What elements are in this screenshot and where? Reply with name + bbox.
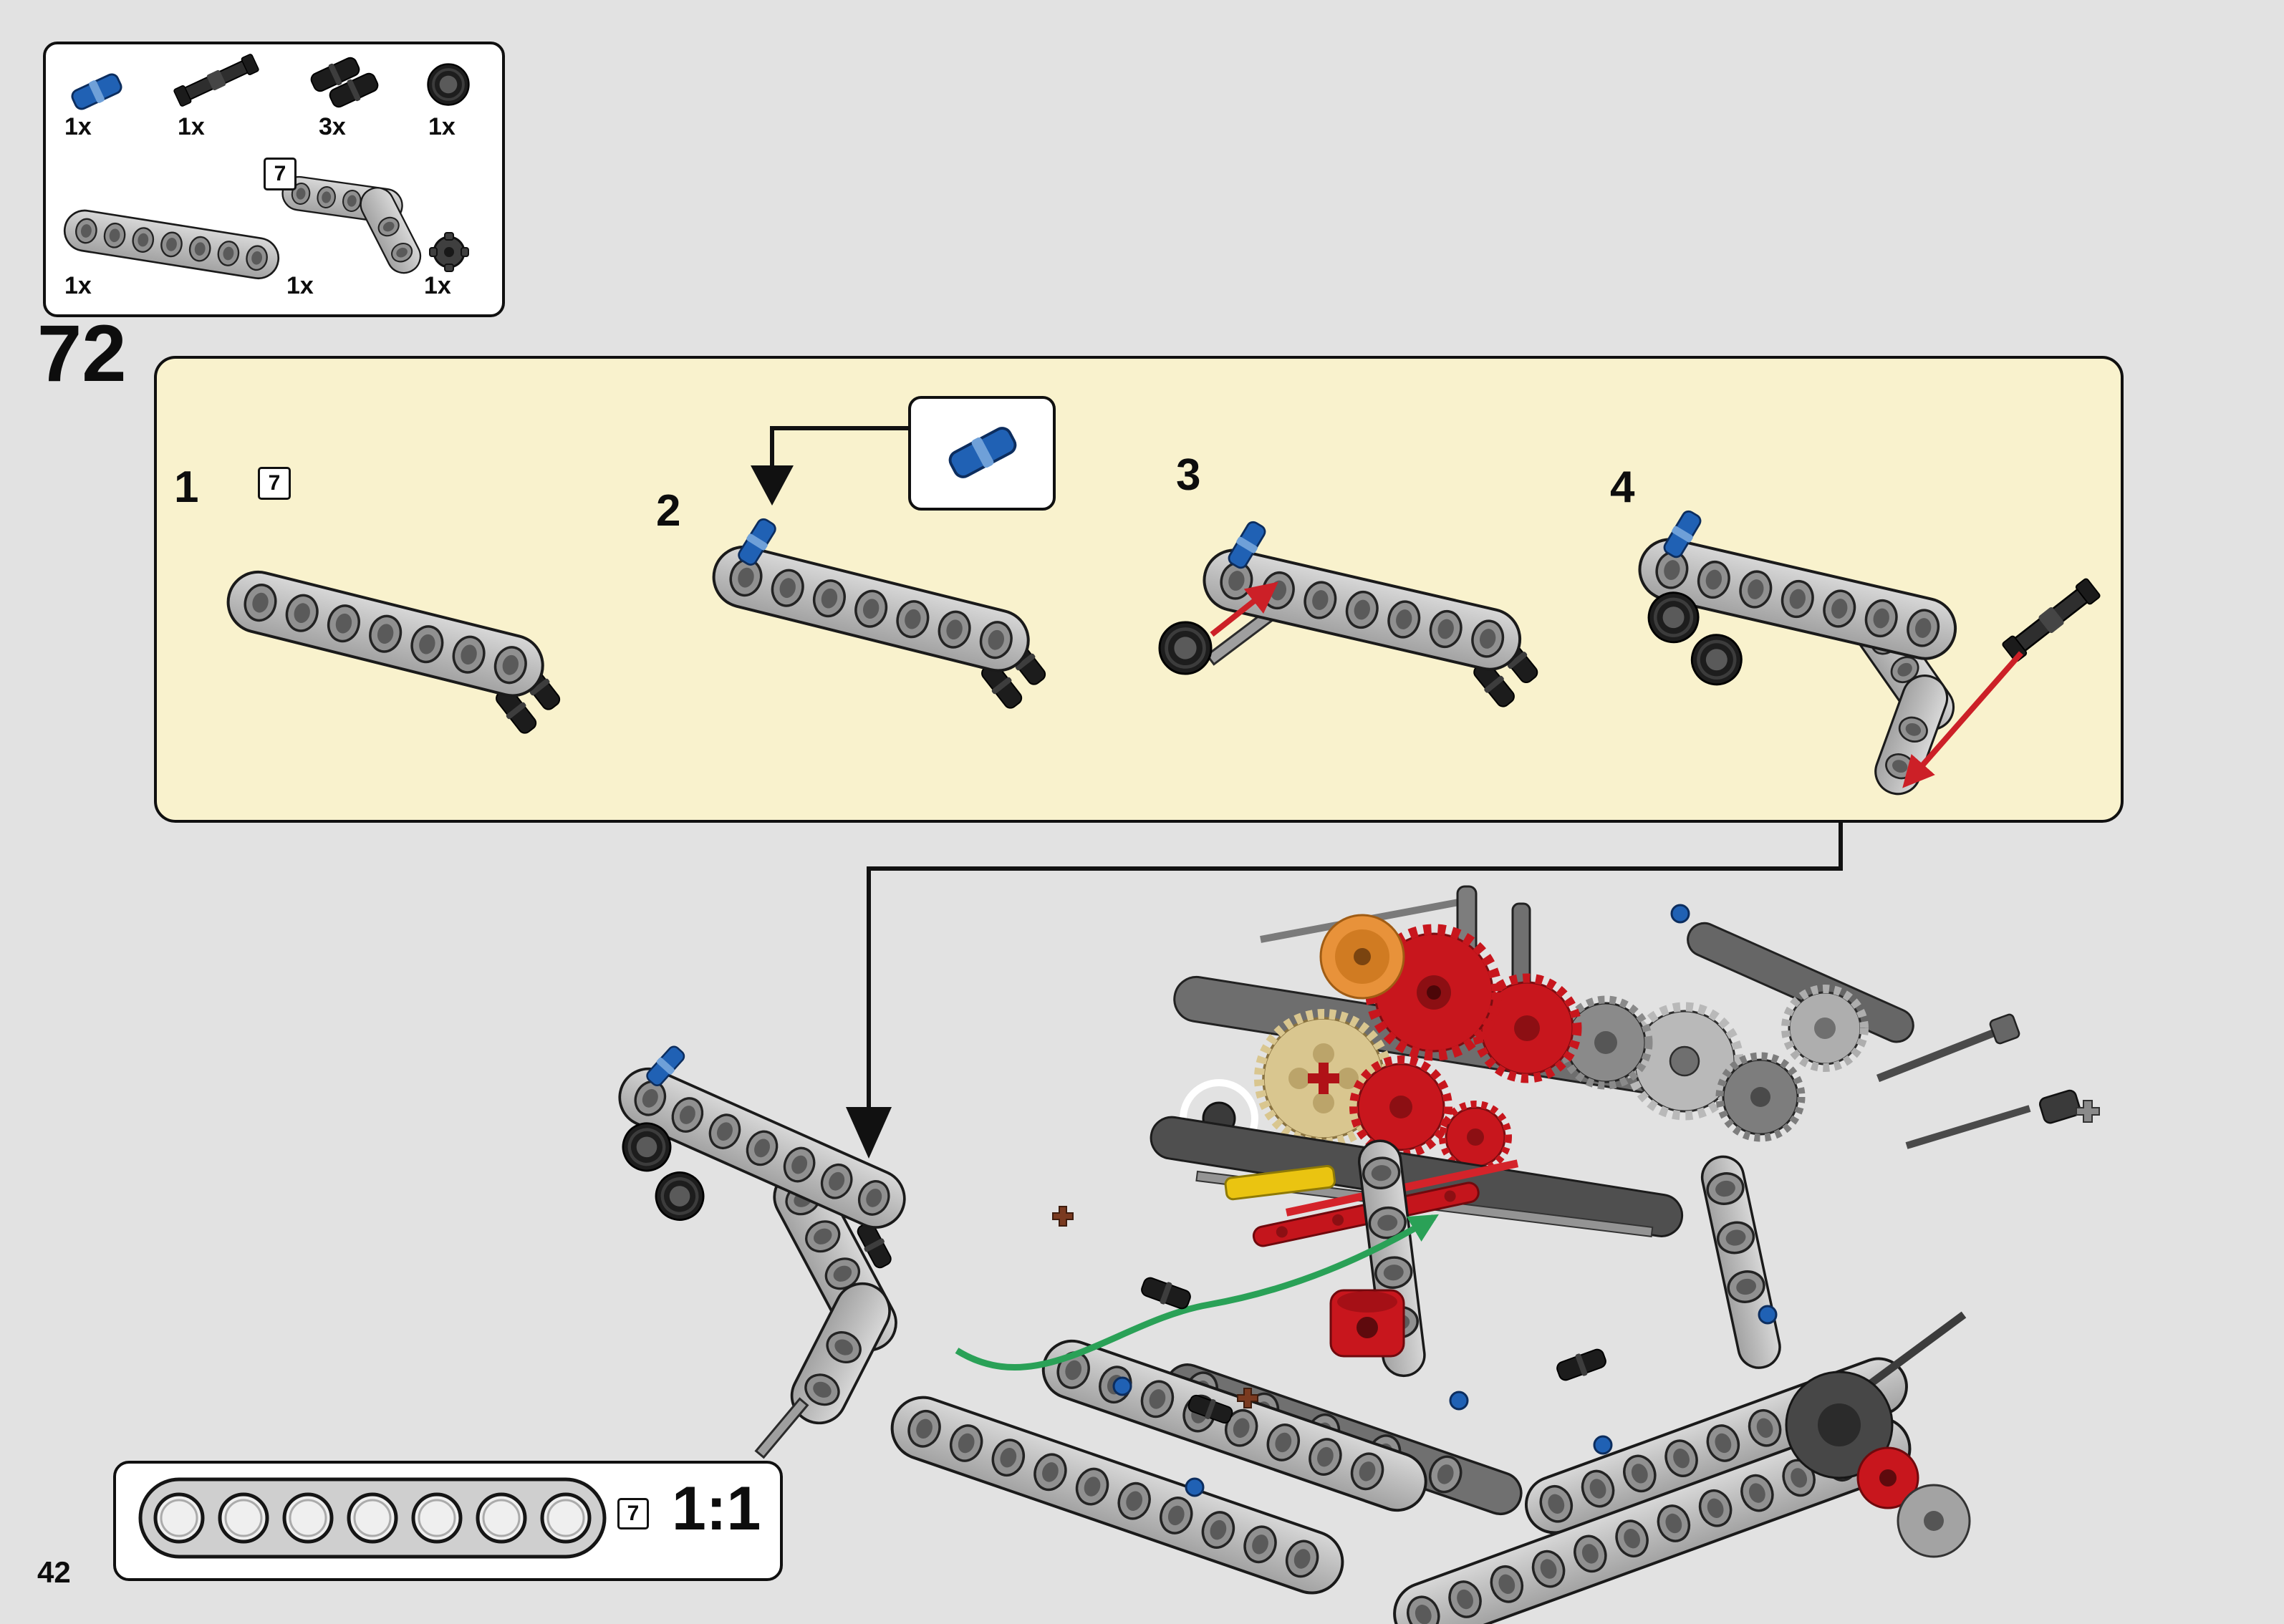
substep-3-illustration — [1160, 518, 1543, 712]
callout-pin-illustration — [944, 422, 1021, 483]
callout-arrowhead — [751, 465, 794, 506]
gray-gear — [1558, 995, 1653, 1090]
red-cylinder-piece — [1329, 1289, 1405, 1358]
blue-pin-icon — [68, 69, 125, 114]
axle-part — [2000, 576, 2102, 664]
red-gear-small — [1439, 1101, 1512, 1174]
gray-gear — [1781, 985, 1869, 1072]
knob-wheel-icon — [429, 232, 469, 272]
sub-assembly-illustration — [581, 1042, 939, 1459]
dark-gear — [1715, 1052, 1806, 1142]
green-cable — [955, 1214, 1439, 1371]
red-insert-arrow — [1210, 581, 1278, 637]
black-bushing-icon — [426, 62, 471, 107]
substep-1-illustration — [213, 566, 565, 738]
yellow-piece — [1224, 1165, 1336, 1201]
beam-7-icon — [62, 208, 281, 281]
black-axle-pin-icon — [173, 52, 260, 108]
red-insert-arrow — [1902, 651, 2024, 788]
panel-to-model-arrow — [846, 823, 1843, 1159]
scale-beam-illustration — [138, 1477, 607, 1559]
angled-beam-icon — [273, 168, 436, 282]
substep-2-illustration — [698, 422, 1051, 713]
main-model-illustration — [890, 885, 2100, 1624]
parts-box-illustrations — [62, 52, 471, 283]
bushing-part — [1160, 622, 1211, 674]
substep-4-illustration — [1617, 507, 2102, 815]
orange-clutch — [1319, 914, 1405, 1000]
red-gear — [1349, 1055, 1452, 1159]
red-gear-large — [1365, 924, 1503, 1061]
callout-arrow-line — [770, 426, 908, 465]
